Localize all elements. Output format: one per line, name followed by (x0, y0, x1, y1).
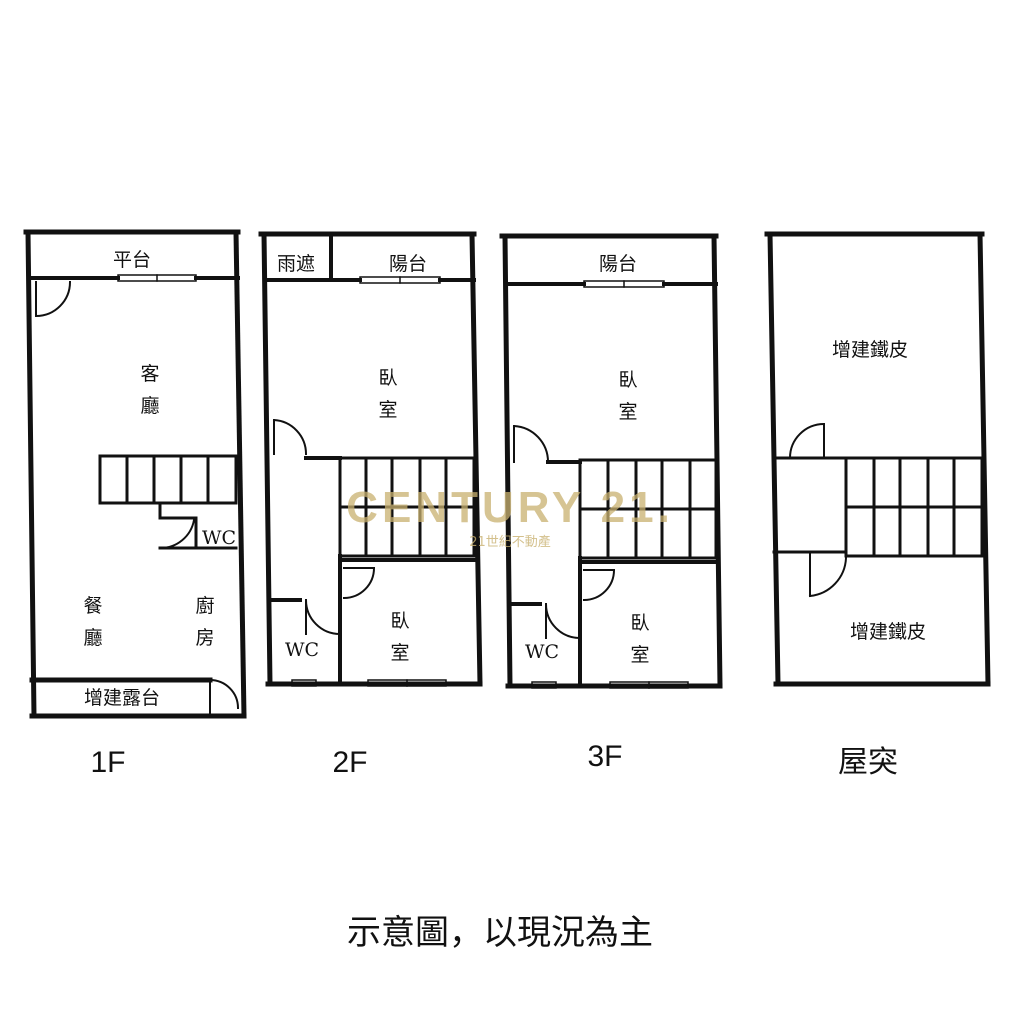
room-1f-living: 客 (140, 363, 159, 385)
room-rooftop-iron-extension-bottom: 增建鐵皮 (850, 621, 926, 643)
floor-rooftop-plan (764, 231, 991, 687)
room-3f-bedroom-a-2: 室 (618, 401, 637, 423)
room-2f-balcony: 陽台 (389, 253, 427, 275)
room-1f-terrace: 平台 (113, 249, 151, 271)
room-1f-living-2: 廳 (140, 395, 159, 417)
room-2f-canopy: 雨遮 (277, 253, 315, 275)
room-1f-dining: 餐 (83, 595, 102, 617)
room-2f-wc: WC (285, 639, 319, 661)
room-1f-wc: WC (202, 527, 236, 549)
room-3f-bedroom-b: 臥 (630, 612, 649, 634)
disclaimer-caption: 示意圖，以現況為主 (347, 913, 653, 953)
floor-label-rooftop: 屋突 (838, 746, 898, 779)
room-3f-balcony: 陽台 (599, 253, 637, 275)
room-rooftop-iron-extension-top: 增建鐵皮 (832, 339, 908, 361)
floor-3f-plan (499, 233, 723, 689)
room-2f-bedroom-a: 臥 (378, 367, 397, 389)
watermark-brand: CENTURY 21. (346, 483, 674, 532)
room-1f-kitchen: 廚 (195, 594, 214, 617)
room-3f-bedroom-a: 臥 (618, 369, 637, 391)
room-2f-bedroom-a-2: 室 (378, 399, 397, 421)
room-3f-bedroom-b-2: 室 (630, 644, 649, 666)
floor-1f-plan (23, 229, 247, 719)
room-1f-kitchen-2: 房 (195, 627, 214, 649)
floor-label-2f: 2F (332, 746, 367, 779)
room-3f-wc: WC (525, 641, 559, 663)
room-1f-dining-2: 廳 (83, 627, 102, 649)
watermark-subtitle: 21世紀不動產 (469, 534, 551, 550)
floor-2f-plan (258, 231, 483, 687)
room-2f-bedroom-b: 臥 (390, 610, 409, 632)
floor-label-3f: 3F (587, 740, 622, 773)
floor-label-1f: 1F (90, 746, 125, 779)
room-1f-extension-terrace: 增建露台 (84, 687, 160, 709)
room-2f-bedroom-b-2: 室 (390, 642, 409, 664)
